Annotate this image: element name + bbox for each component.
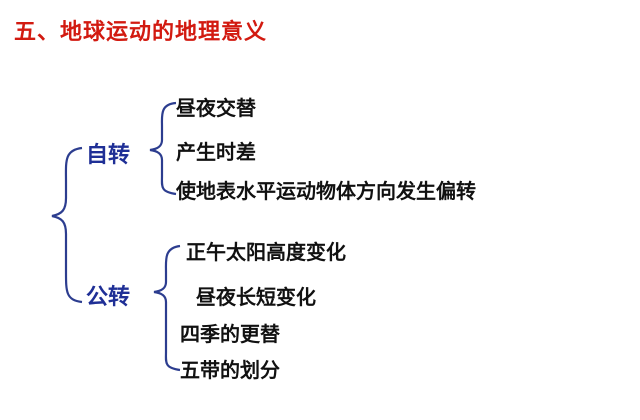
page-title: 五、地球运动的地理意义 <box>14 20 268 45</box>
revolution-item-seasons: 四季的更替 <box>180 322 280 346</box>
revolution-brace <box>153 244 181 372</box>
rotation-item-day-night: 昼夜交替 <box>176 96 256 120</box>
rotation-item-deflection: 使地表水平运动物体方向发生偏转 <box>176 179 476 203</box>
category-revolution: 公转 <box>86 285 131 310</box>
revolution-item-noon-sun-height: 正午太阳高度变化 <box>186 240 346 264</box>
revolution-item-day-length: 昼夜长短变化 <box>196 285 316 309</box>
outer-brace <box>51 146 83 304</box>
category-rotation: 自转 <box>86 143 131 168</box>
rotation-brace <box>149 101 177 196</box>
revolution-item-climate-zones: 五带的划分 <box>180 358 280 382</box>
rotation-item-time-difference: 产生时差 <box>176 140 256 164</box>
